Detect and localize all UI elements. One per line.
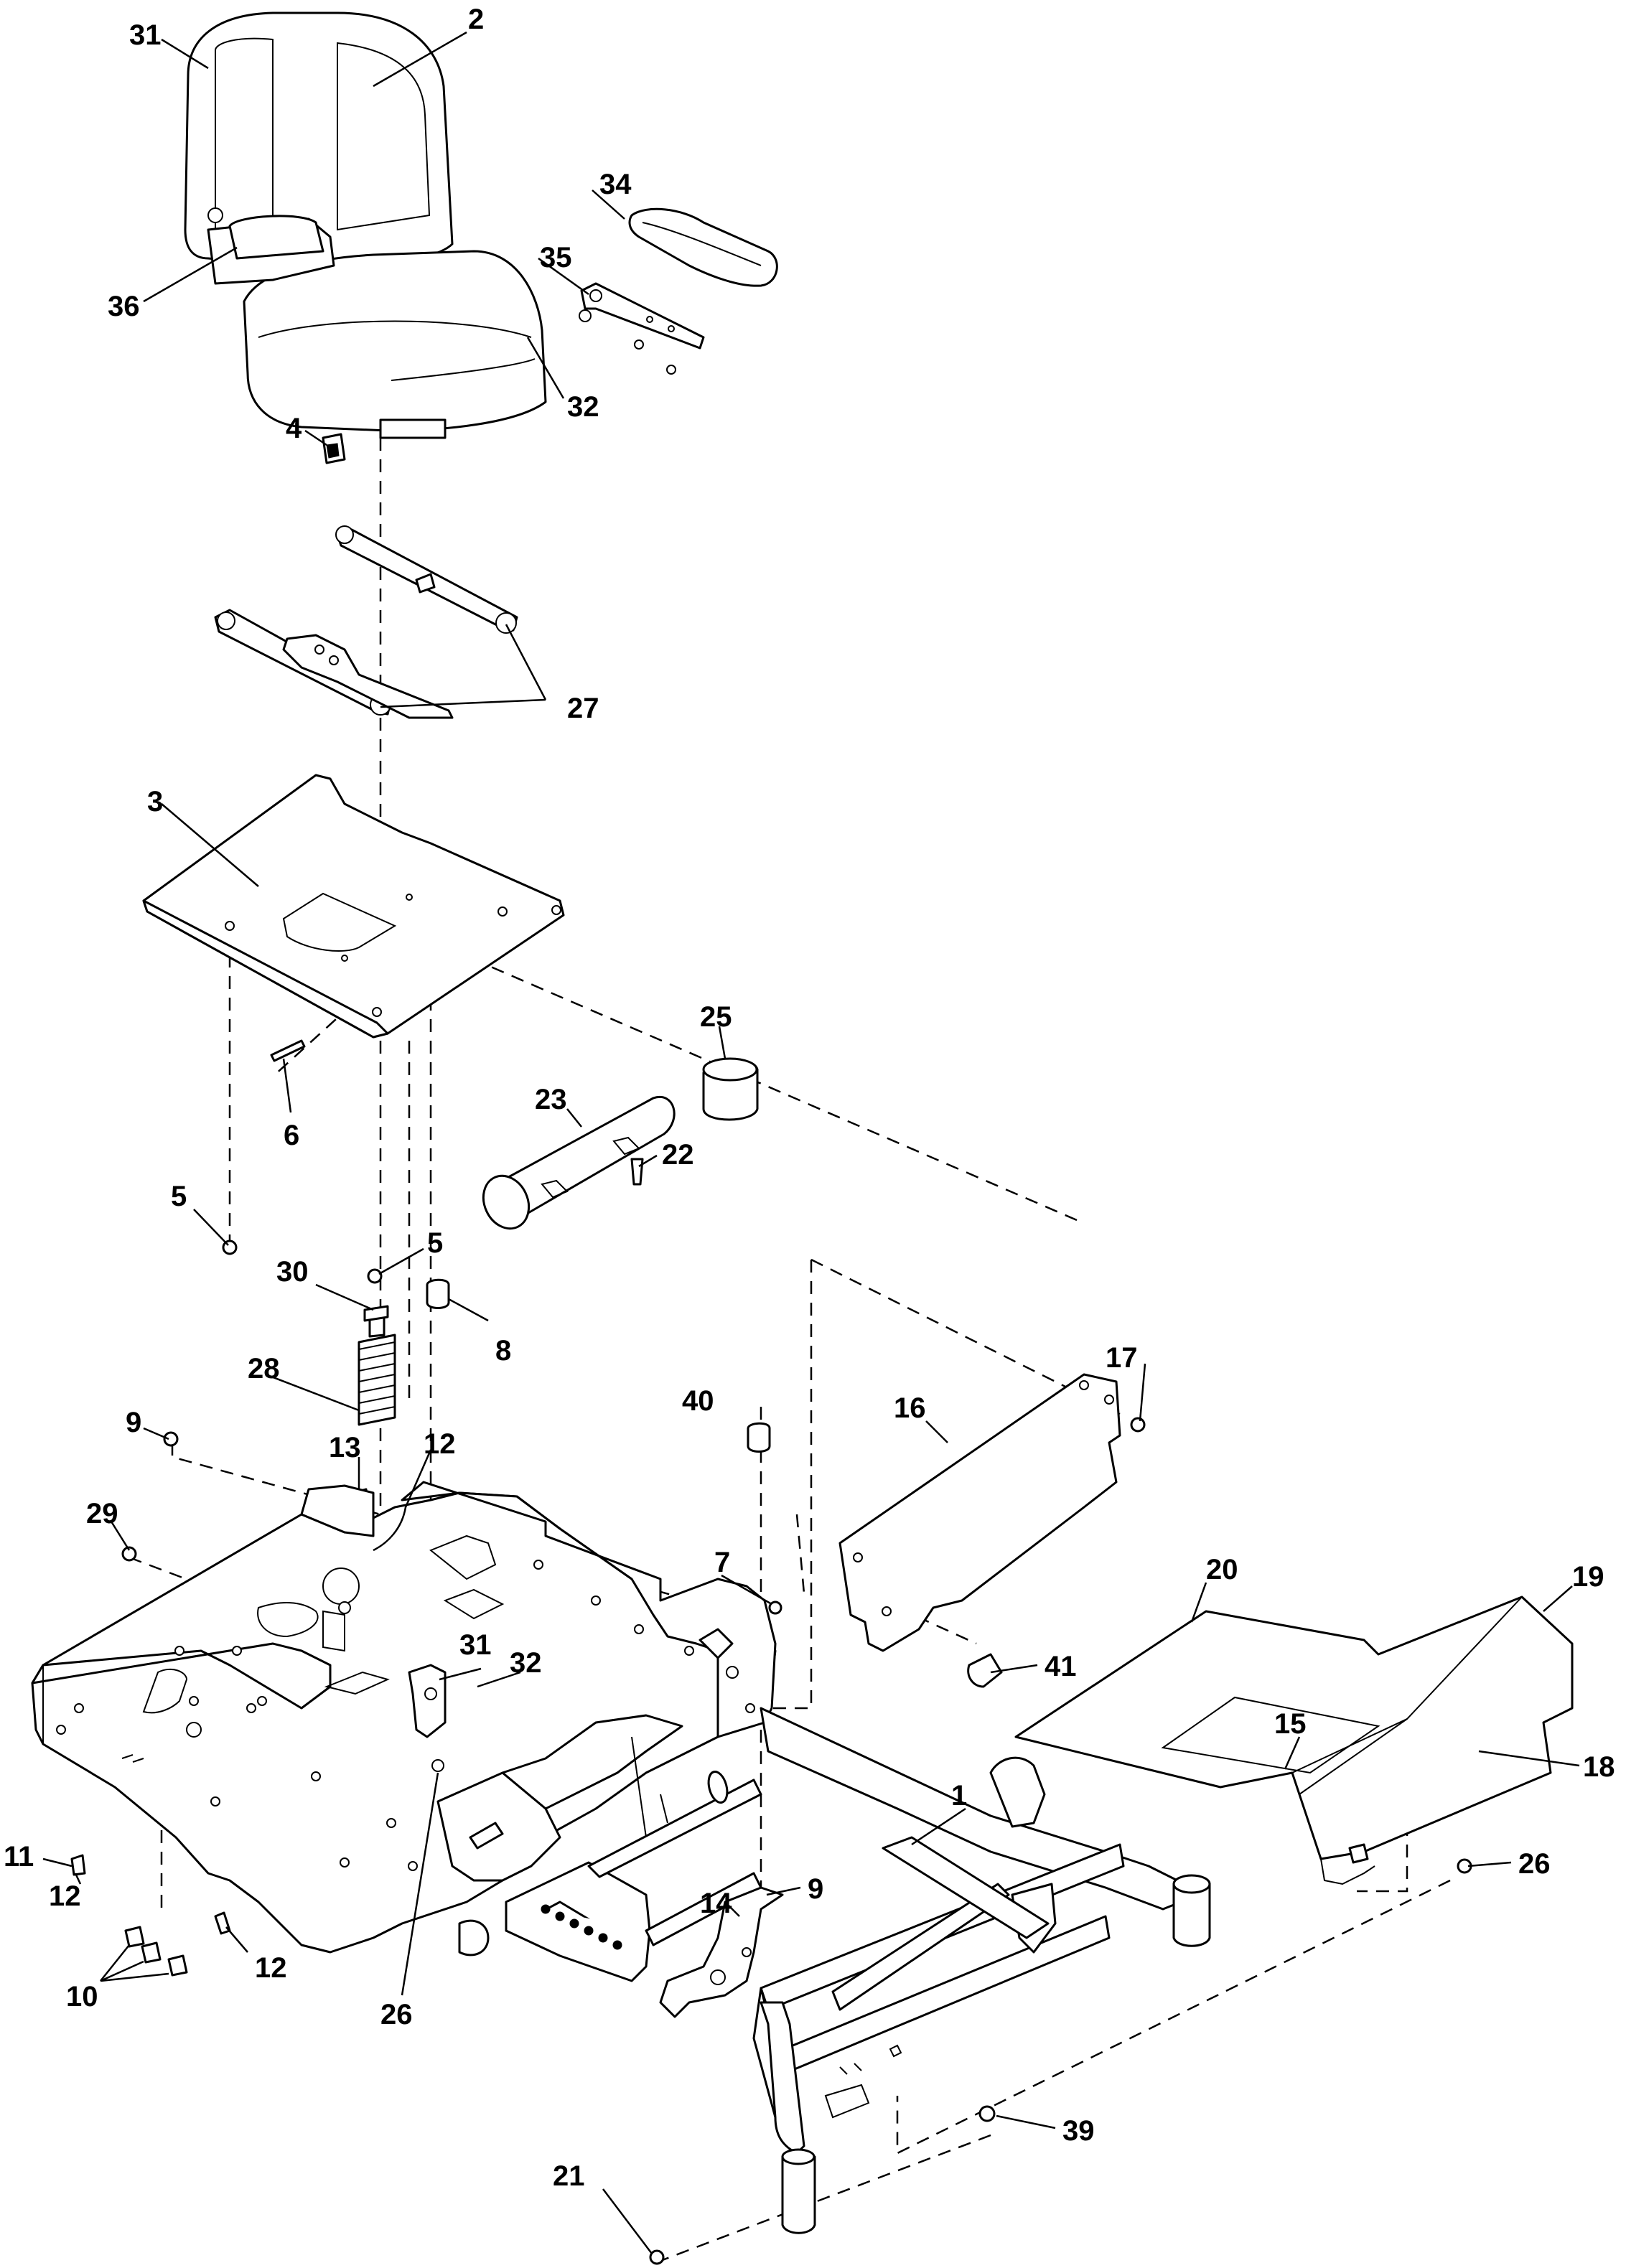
callout-7: 7 xyxy=(714,1547,730,1578)
floor-pan xyxy=(1014,1595,1574,1885)
callout-1: 1 xyxy=(951,1780,967,1812)
callout-37: 35 xyxy=(540,242,572,273)
callout-22: 23 xyxy=(535,1084,567,1115)
callout-12-left: 12 xyxy=(49,1880,81,1912)
leader-lines xyxy=(42,31,1580,2254)
main-frame xyxy=(31,1481,1211,2234)
spring xyxy=(358,1305,396,1426)
callout-36: 34 xyxy=(599,169,632,200)
callout-labels: 31 2 34 35 36 32 4 27 3 25 23 22 6 5 5 3… xyxy=(4,4,1615,2192)
callout-21: 22 xyxy=(662,1139,694,1171)
callout-3: 3 xyxy=(147,786,163,817)
nut-31 xyxy=(121,1546,137,1562)
callout-26-center: 26 xyxy=(380,1999,413,2030)
bolt-25 xyxy=(649,2249,665,2265)
switch-41 xyxy=(967,1653,1003,1688)
callout-17: 17 xyxy=(1106,1342,1138,1374)
nut-9-upper xyxy=(163,1431,179,1447)
callout-8: 8 xyxy=(495,1335,511,1367)
callout-20: 20 xyxy=(1206,1554,1238,1585)
callout-38: 36 xyxy=(108,291,140,322)
callout-12-lower: 12 xyxy=(255,1952,287,1984)
pin xyxy=(270,1039,306,1062)
callout-11: 11 xyxy=(4,1841,34,1873)
callout-2: 2 xyxy=(468,4,484,35)
callout-39: 39 xyxy=(1062,2115,1095,2147)
callout-13: 13 xyxy=(329,1432,361,1463)
callout-26-right: 26 xyxy=(1518,1848,1551,1880)
callout-9-lower: 9 xyxy=(808,1873,823,1905)
callout-29: 28 xyxy=(248,1353,280,1384)
callout-23: 25 xyxy=(700,1001,732,1033)
bolt-12-lower xyxy=(214,1911,231,1935)
seat-rails xyxy=(214,525,518,719)
callout-32: 30 xyxy=(276,1256,309,1288)
bumper-8 xyxy=(426,1278,450,1309)
callout-25: 21 xyxy=(553,2160,585,2192)
seat-assembly xyxy=(184,11,547,464)
callout-15: 15 xyxy=(1274,1708,1307,1740)
callout-18: 18 xyxy=(1583,1751,1615,1783)
callout-6: 6 xyxy=(284,1120,299,1151)
clip-11 xyxy=(70,1854,86,1876)
callout-5-center: 5 xyxy=(427,1227,443,1259)
callout-40: 40 xyxy=(682,1385,714,1417)
shield xyxy=(838,1373,1121,1652)
callout-9-upper: 9 xyxy=(126,1407,141,1438)
bumper-40 xyxy=(747,1422,771,1453)
washer-39 xyxy=(978,2105,996,2122)
callout-35: 32 xyxy=(567,391,599,423)
bolt-17 xyxy=(1130,1417,1146,1433)
callout-16: 16 xyxy=(894,1392,926,1424)
callout-14: 14 xyxy=(700,1888,732,1919)
callout-10: 10 xyxy=(66,1981,98,2012)
callout-19: 19 xyxy=(1572,1561,1604,1593)
callout-41: 41 xyxy=(1045,1651,1077,1682)
armrest-bracket xyxy=(580,282,705,350)
callout-27: 27 xyxy=(567,693,599,724)
callout-28: 31 xyxy=(459,1629,492,1661)
seat-plate xyxy=(142,774,565,1039)
armrest-pad xyxy=(628,207,778,287)
nuts-10 xyxy=(124,1926,188,1977)
callout-34: 31 xyxy=(129,19,162,51)
canister xyxy=(482,1057,759,1230)
callout-4: 4 xyxy=(286,413,302,444)
nut-center xyxy=(367,1268,383,1284)
callout-5-left: 5 xyxy=(171,1181,187,1212)
bolt-7 xyxy=(768,1601,782,1615)
callout-30: 32 xyxy=(510,1647,542,1679)
callout-12-upper: 12 xyxy=(424,1428,456,1460)
callout-31: 29 xyxy=(86,1498,118,1529)
